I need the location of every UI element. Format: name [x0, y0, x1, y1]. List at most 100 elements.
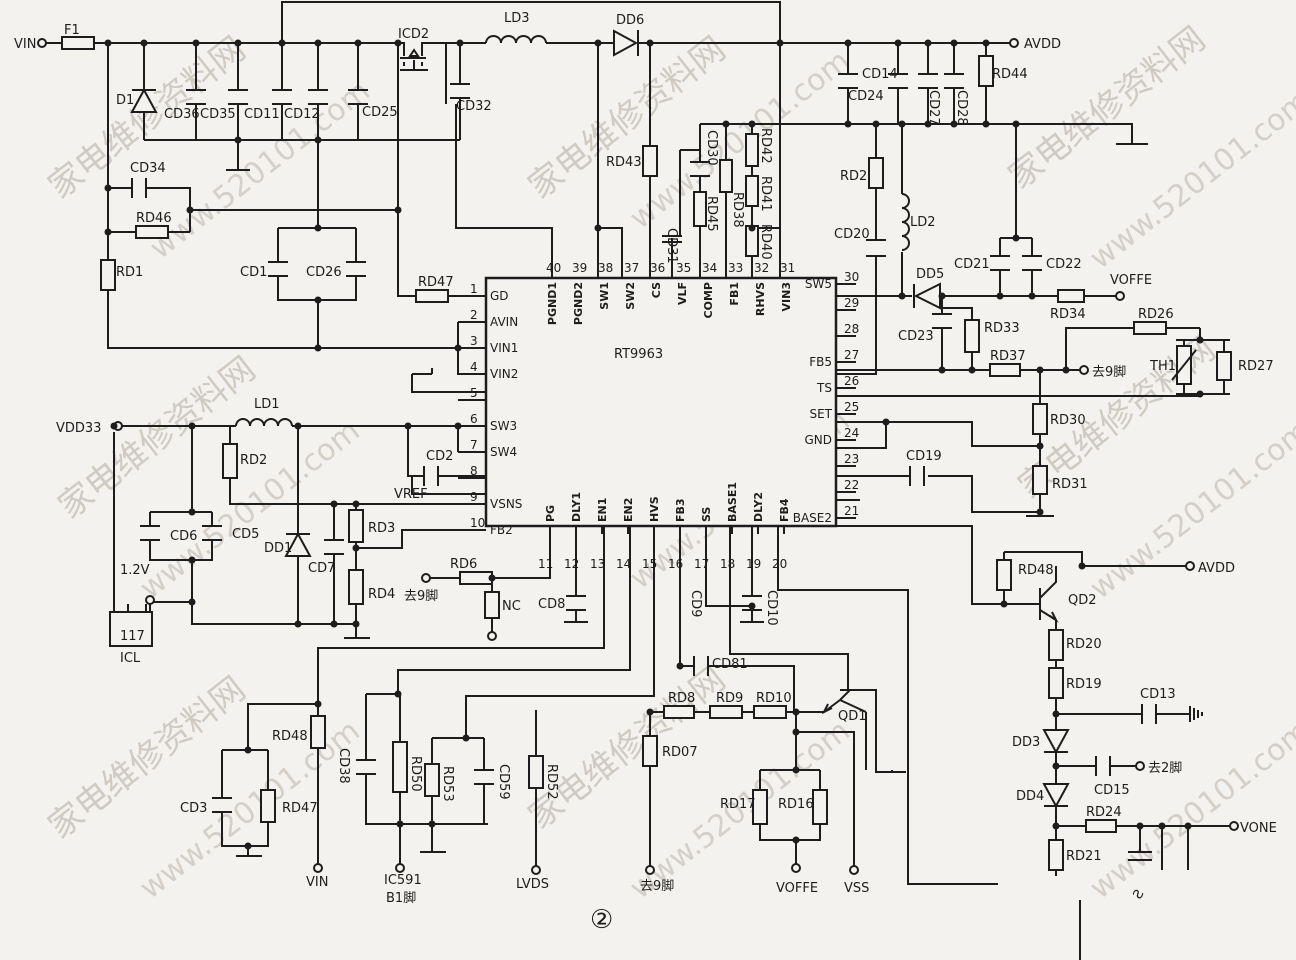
label-rd3: RD3: [368, 521, 395, 536]
chip-pin-name: FB2: [490, 523, 513, 537]
chip-pin-name: GD: [490, 289, 509, 303]
chip-pin-name: EN2: [622, 498, 635, 522]
diode-dd5: [913, 282, 941, 310]
chip-pin-number: 33: [728, 261, 743, 275]
label-vss: VSS: [844, 881, 869, 896]
chip-pin-number: 18: [720, 557, 735, 571]
chip-pin-name: SW4: [490, 445, 517, 459]
chip-pin-number: 35: [676, 261, 691, 275]
chip-pin-name: PG: [544, 505, 557, 522]
label-th1: TH1: [1149, 359, 1176, 374]
diode-dd3: [1042, 729, 1070, 755]
label-icd2: ICD2: [398, 27, 429, 42]
label-dd5: DD5: [916, 267, 944, 282]
label-rd30: RD30: [1050, 413, 1086, 428]
label-lvds: LVDS: [516, 877, 549, 892]
chip-pin-number: 3: [470, 334, 478, 348]
chip-pin-number: 12: [564, 557, 579, 571]
chip-pin-name: VIN1: [490, 341, 518, 355]
chip-pin-name: SS: [700, 507, 713, 522]
diode-d1: [130, 87, 158, 113]
label-rd45: RD45: [704, 196, 719, 232]
ground-symbols: [226, 169, 1203, 773]
label-cd59: CD59: [496, 764, 511, 800]
label-cd6: CD6: [170, 529, 197, 544]
chip-pin-number: 11: [538, 557, 553, 571]
label-rd2: RD2: [840, 169, 867, 184]
label-avdd: AVDD: [1024, 37, 1061, 52]
chip-pin-number: 40: [546, 261, 561, 275]
chip-pin-number: 37: [624, 261, 639, 275]
label-ld2: LD2: [910, 215, 936, 230]
label-rd50: RD50: [408, 756, 423, 792]
label-vin: VIN: [14, 37, 36, 52]
chip-pin-name: RHVS: [754, 282, 767, 316]
transistor-qd1: [821, 689, 867, 715]
chip-pin-name: GND: [804, 433, 832, 447]
chip-pin-number: 38: [598, 261, 613, 275]
inductor-ld2: [901, 193, 910, 251]
diode-dd1: [284, 531, 312, 557]
label-cd15: CD15: [1094, 783, 1130, 798]
chip-pin-name: PGND1: [546, 282, 559, 325]
chip-pin-number: 23: [844, 452, 859, 466]
label-dd4: DD4: [1016, 789, 1044, 804]
label-cd13: CD13: [1140, 687, 1176, 702]
chip-pin-number: 31: [780, 261, 795, 275]
label-cd24: CD24: [848, 89, 884, 104]
label-cd22: CD22: [1046, 257, 1082, 272]
chip-pin-number: 15: [642, 557, 657, 571]
label-dd1: DD1: [264, 541, 292, 556]
label-cd8: CD8: [538, 597, 565, 612]
transistor-qd2: [1039, 566, 1059, 623]
chip-body: [484, 276, 838, 528]
chip-pin-number: 7: [470, 438, 478, 452]
label-qd1: QD1: [838, 709, 867, 724]
label-voffe-bottom: VOFFE: [776, 881, 818, 896]
label-rd31: RD31: [1052, 477, 1088, 492]
label-b1: B1脚: [386, 890, 416, 906]
chip-name: RT9963: [614, 347, 663, 362]
chip-pin-number: 20: [772, 557, 787, 571]
label-rd47: RD47: [418, 275, 454, 290]
label-rd19: RD19: [1066, 677, 1102, 692]
label-cd81: CD81: [712, 657, 748, 672]
chip-pin-name: VIN3: [780, 282, 793, 311]
label-cd19: CD19: [906, 449, 942, 464]
capacitor-group: [131, 73, 1157, 861]
chip-pin-name: VIN2: [490, 367, 518, 381]
label-rd16: RD16: [778, 797, 814, 812]
label-cd1: CD1: [240, 265, 267, 280]
label-go9-mid: 去9脚: [404, 588, 438, 604]
chip-pin-name: SW1: [598, 282, 611, 310]
label-rd47-left: RD47: [282, 801, 318, 816]
label-cd34: CD34: [130, 161, 166, 176]
label-f1: F1: [64, 23, 80, 38]
label-vone: VONE: [1240, 821, 1277, 836]
label-rd8: RD8: [668, 691, 695, 706]
label-cd10: CD10: [764, 590, 779, 626]
chip-pin-number: 17: [694, 557, 709, 571]
label-d1: D1: [116, 93, 134, 108]
inductor-ld1: [235, 418, 293, 427]
label-rd41: RD41: [758, 176, 773, 212]
chip-pin-number: 36: [650, 261, 665, 275]
chip-pin-name: BASE1: [726, 482, 739, 522]
chip-pin-number: 28: [844, 322, 859, 336]
chip-pin-name: SET: [809, 407, 832, 421]
label-rd37: RD37: [990, 349, 1026, 364]
chip-pin-name: DLY2: [752, 492, 765, 522]
label-avdd-right: AVDD: [1198, 561, 1235, 576]
label-cd36: CD36: [164, 107, 200, 122]
chip-pin-name: FB4: [778, 498, 791, 522]
label-rd38: RD38: [730, 192, 745, 228]
label-rd21: RD21: [1066, 849, 1102, 864]
chip-pin-number: 19: [746, 557, 761, 571]
chip-pin-number: 34: [702, 261, 717, 275]
label-rd17: RD17: [720, 797, 756, 812]
watermark-text: 家电维修资料网: [51, 349, 263, 527]
label-rd07: RD07: [662, 745, 698, 760]
label-rd44: RD44: [992, 67, 1028, 82]
label-cd2: CD2: [426, 449, 453, 464]
chip-pin-number: 29: [844, 296, 859, 310]
